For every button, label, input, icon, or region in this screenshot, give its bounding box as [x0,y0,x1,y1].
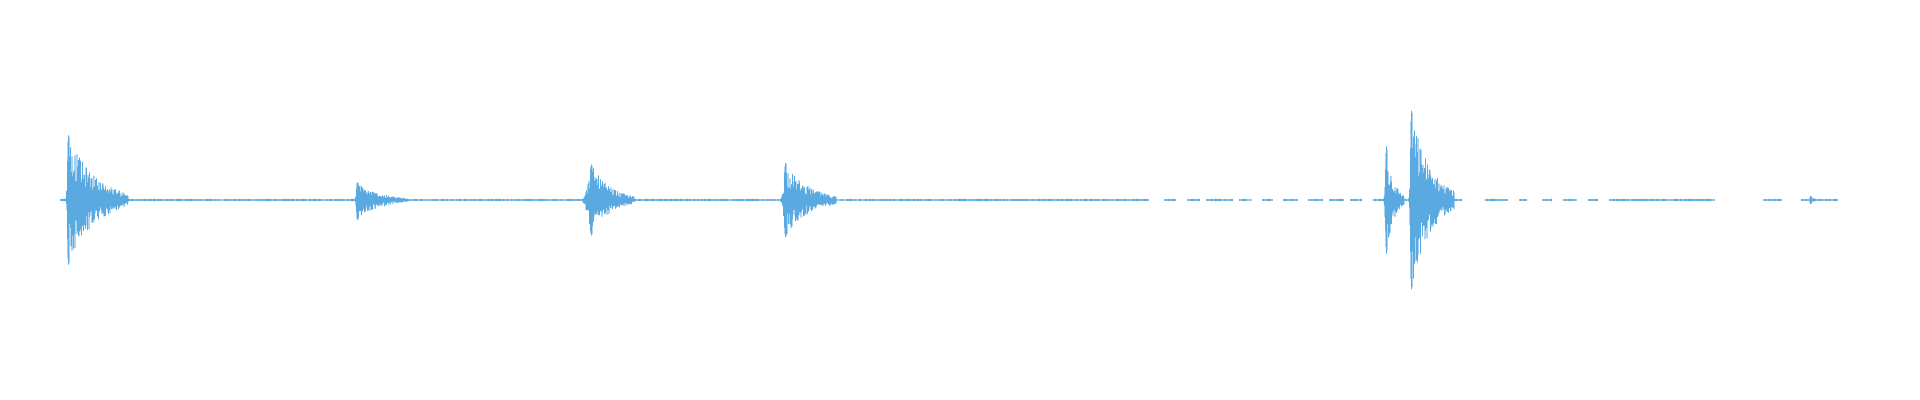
waveform-transient-5 [1383,146,1405,254]
waveform-transient-2 [354,182,409,220]
waveform-transient-6 [1408,110,1455,290]
waveform-transient-7 [1809,196,1816,204]
waveform-transient-4 [780,163,837,237]
waveform-baseline [60,198,1838,202]
waveform-transient-3 [582,164,635,236]
waveform-transient-1 [65,135,129,265]
